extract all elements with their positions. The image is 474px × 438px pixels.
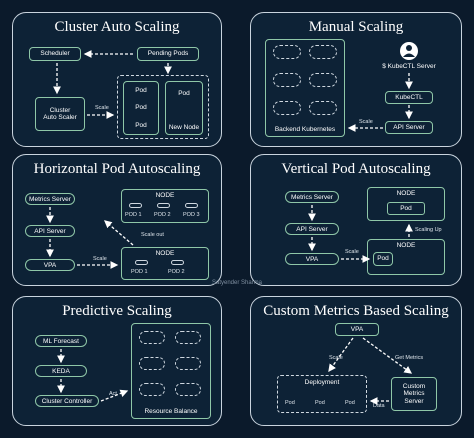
pod-chip	[135, 260, 148, 265]
cas-arrows	[53, 50, 172, 119]
vpa-arrows	[308, 205, 413, 263]
pod-node: Pod	[387, 202, 425, 215]
vpa-node: VPA	[25, 259, 75, 271]
scale-label: Scale	[345, 249, 359, 255]
panel-title: Custom Metrics Based Scaling	[263, 303, 449, 319]
pod-placeholder	[309, 73, 337, 87]
panel-cluster-auto-scaling: Cluster Auto Scaling Scheduler Pending P…	[12, 12, 222, 147]
keda-node: KEDA	[35, 365, 87, 377]
act-label: Act	[109, 391, 117, 397]
pod-placeholder	[139, 383, 165, 396]
backend-kubernetes-node: Backend Kubernetes	[265, 39, 345, 137]
panel-horizontal-pod-autoscaling: Horizontal Pod Autoscaling Metrics Serve…	[12, 154, 222, 286]
api-server-node: API Server	[285, 223, 339, 235]
pod-placeholder	[273, 101, 301, 115]
pod-chip	[171, 260, 184, 265]
panel-title: Predictive Scaling	[62, 303, 172, 319]
panel-title: Manual Scaling	[308, 19, 404, 35]
node-label: NODE	[396, 242, 416, 249]
panel-custom-metrics-scaling: Custom Metrics Based Scaling VPA Scale G…	[250, 296, 462, 426]
pod-placeholder	[273, 45, 301, 59]
panel-title: Vertical Pod Autoscaling	[281, 161, 431, 177]
deployment-group	[277, 375, 367, 413]
pod-placeholder	[309, 101, 337, 115]
cluster-auto-scaler-node: Cluster Auto Scaler	[35, 97, 85, 131]
watermark: Satyender Sharma	[211, 280, 263, 286]
pod-chip	[157, 203, 170, 208]
pod-placeholder	[139, 331, 165, 344]
pod-label: POD 1	[131, 269, 148, 275]
existing-node: Pod Pod Pod	[123, 81, 159, 135]
panel-vertical-pod-autoscaling: Vertical Pod Autoscaling Metrics Server …	[250, 154, 462, 286]
pod-placeholder	[175, 331, 201, 344]
scale-out-label: Scale out	[141, 232, 164, 238]
panel-title: Horizontal Pod Autoscaling	[33, 161, 201, 177]
pod-chip	[129, 203, 142, 208]
node-label: NODE	[396, 190, 416, 197]
new-node: Pod New Node	[165, 81, 203, 135]
data-label: Data	[373, 403, 385, 409]
pod-label: POD 3	[183, 212, 200, 218]
kubectl-node: KubeCTL	[385, 91, 433, 104]
node-label: NODE	[155, 192, 175, 199]
pod-label: POD 2	[168, 269, 185, 275]
scale-label: Scale	[329, 355, 343, 361]
pod-label: Pod	[315, 400, 325, 406]
predictive-arrows	[57, 349, 129, 402]
scale-label: Scale	[359, 119, 373, 125]
ml-forecast-node: ML Forecast	[35, 335, 87, 347]
panel-manual-scaling: Manual Scaling Backend Kubernetes $ Kube…	[250, 12, 462, 147]
deployment-label: Deployment	[304, 379, 340, 386]
node-label: NODE	[155, 250, 175, 257]
metrics-server-node: Metrics Server	[25, 193, 75, 205]
backend-label: Backend Kubernetes	[274, 125, 336, 133]
get-metrics-label: Get Metrics	[395, 355, 424, 361]
scheduler-node: Scheduler	[29, 47, 81, 61]
pod-placeholder	[309, 45, 337, 59]
pod-label: Pod	[135, 104, 147, 112]
pod-label: POD 2	[154, 212, 171, 218]
pod-label: Pod	[285, 400, 295, 406]
pod-placeholder	[175, 357, 201, 370]
node-group	[117, 75, 209, 139]
pod-chip	[185, 203, 198, 208]
panel-title: Cluster Auto Scaling	[54, 19, 180, 35]
pod-label: POD 1	[125, 212, 142, 218]
node-bottom: NODE	[121, 247, 209, 280]
resource-balance-label: Resource Balance	[144, 407, 198, 415]
kubectl-server-label: $ KubeCTL Server	[382, 63, 436, 70]
node-top: NODE	[367, 187, 445, 221]
scaling-up-label: Scaling Up	[415, 227, 442, 233]
metrics-server-node: Metrics Server	[285, 191, 339, 203]
custom-metrics-arrows	[328, 337, 413, 405]
custom-metrics-server-node: Custom Metrics Server	[391, 377, 437, 411]
scale-label: Scale	[93, 256, 107, 262]
pod-placeholder	[175, 383, 201, 396]
scale-label: Scale	[95, 105, 109, 111]
pod-label: Pod	[135, 121, 147, 129]
resource-balance-node: Resource Balance	[131, 323, 211, 419]
cluster-controller-node: Cluster Controller	[35, 395, 99, 407]
vpa-node: VPA	[335, 323, 379, 336]
api-server-node: API Server	[25, 225, 75, 237]
manual-arrows	[347, 73, 413, 132]
pod-label: Pod	[135, 86, 147, 94]
node-top: NODE	[121, 189, 209, 223]
api-server-node: API Server	[385, 121, 433, 134]
pod-node: Pod	[373, 252, 393, 266]
user-icon	[400, 42, 418, 60]
pending-pods-node: Pending Pods	[137, 47, 199, 61]
pod-placeholder	[273, 73, 301, 87]
new-node-label: New Node	[168, 123, 200, 131]
vpa-node: VPA	[285, 253, 339, 265]
pod-placeholder	[139, 357, 165, 370]
pod-label: Pod	[345, 400, 355, 406]
panel-predictive-scaling: Predictive Scaling ML Forecast KEDA Clus…	[12, 296, 222, 426]
pod-label: Pod	[178, 90, 190, 97]
hpa-arrows	[46, 207, 134, 269]
